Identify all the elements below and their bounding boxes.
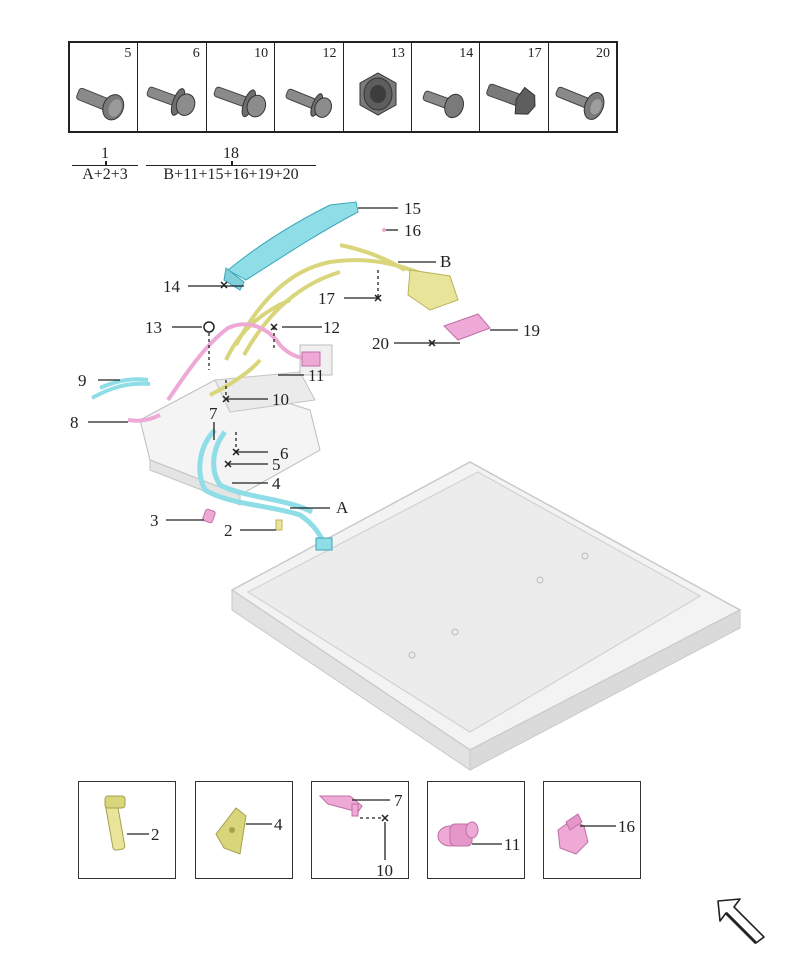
kit-group-18: 18 B+11+15+16+19+20 [146, 145, 316, 184]
callout-7: 7 [209, 404, 218, 423]
detail-label: 7 [394, 791, 403, 810]
part-3 [202, 508, 216, 524]
detail-box-11: 11 [427, 781, 525, 879]
kit-contents: B+11+15+16+19+20 [146, 161, 316, 184]
fastener-cell: 12 [275, 43, 344, 131]
pink-connector [301, 351, 321, 367]
callout-11: 11 [308, 366, 324, 385]
callout-13: 13 [145, 318, 162, 337]
callout-14: 14 [163, 277, 181, 296]
pink-harness [127, 322, 319, 423]
bolt-icon [76, 87, 125, 121]
detail-box-7-10: 7 10 [311, 781, 409, 879]
pink-bracket-19 [443, 313, 491, 341]
leader-lines [88, 207, 518, 531]
connector-block-b [407, 269, 459, 311]
callout-15: 15 [404, 199, 421, 218]
bolt-icon [422, 90, 464, 119]
callout-17: 17 [318, 289, 336, 308]
fastener-cell: 14 [412, 43, 481, 131]
junction-box [139, 344, 333, 506]
cyan-harness-9 [91, 377, 151, 400]
connector-part-icon: 2 [104, 795, 160, 851]
pink-bracket-part-icon: 7 10 [318, 791, 403, 878]
nut-marker [203, 321, 215, 333]
callout-3: 3 [150, 511, 159, 530]
detail-label: 2 [151, 825, 160, 844]
fastener-number: 14 [459, 46, 474, 61]
bracket-part-icon: 4 [215, 807, 283, 855]
flange-bolt-icon [213, 86, 266, 118]
callout-2: 2 [224, 521, 233, 540]
fastener-table: 5 6 10 12 [68, 41, 618, 133]
part-2 [275, 519, 283, 531]
connector-a [315, 537, 333, 551]
callout-9: 9 [78, 371, 87, 390]
callout-6: 6 [280, 444, 289, 463]
kit-number: 18 [223, 145, 239, 162]
fastener-markers [220, 281, 436, 468]
callout-a: A [336, 498, 349, 517]
cyan-harness-a [197, 428, 328, 547]
detail-box-4: 4 [195, 781, 293, 879]
fastener-number: 13 [390, 46, 405, 61]
callout-4: 4 [272, 474, 281, 493]
fastener-cell: 6 [138, 43, 207, 131]
flange-bolt-icon [147, 86, 196, 116]
fastener-cell: 10 [207, 43, 276, 131]
battery-tray [230, 461, 742, 771]
callout-b: B [440, 252, 451, 271]
clip-part-icon: 16 [557, 813, 635, 855]
detail-label: 16 [618, 817, 635, 836]
exploded-diagram: 15 16 B 14 17 13 12 19 20 9 11 10 8 7 6 … [70, 199, 742, 771]
clip-part-icon: 11 [437, 821, 520, 854]
kit-contents: A+2+3 [72, 161, 138, 184]
fastener-cell: 5 [70, 43, 139, 131]
fastener-cell: 20 [549, 43, 616, 131]
callout-8: 8 [70, 413, 79, 432]
kit-number: 1 [101, 145, 109, 162]
fastener-cell: 13 [344, 43, 412, 131]
bolt-icon [285, 88, 333, 118]
detail-label: 10 [376, 861, 393, 878]
fastener-number: 5 [124, 46, 132, 61]
callout-5: 5 [272, 455, 281, 474]
clip-marker [382, 228, 386, 232]
callout-12: 12 [323, 318, 340, 337]
fastener-number: 6 [192, 46, 200, 61]
nut-icon [359, 72, 396, 116]
cyan-duct-15 [223, 201, 359, 291]
fastener-number: 20 [596, 46, 610, 61]
callout-10: 10 [272, 390, 289, 409]
fastener-number: 17 [527, 46, 542, 61]
callout-16: 16 [404, 221, 421, 240]
fastener-number: 10 [254, 46, 269, 61]
fastener-cell: 17 [480, 43, 549, 131]
hex-bolt-icon [486, 83, 536, 115]
detail-label: 4 [274, 815, 283, 834]
direction-arrow-icon [717, 898, 765, 945]
round-head-bolt-icon [555, 86, 605, 120]
detail-box-16: 16 [543, 781, 641, 879]
fastener-number: 12 [322, 46, 337, 61]
callout-19: 19 [523, 321, 540, 340]
detail-label: 11 [504, 835, 520, 854]
kit-group-1: 1 A+2+3 [72, 145, 138, 184]
detail-box-2: 2 [78, 781, 176, 879]
callout-20: 20 [372, 334, 389, 353]
